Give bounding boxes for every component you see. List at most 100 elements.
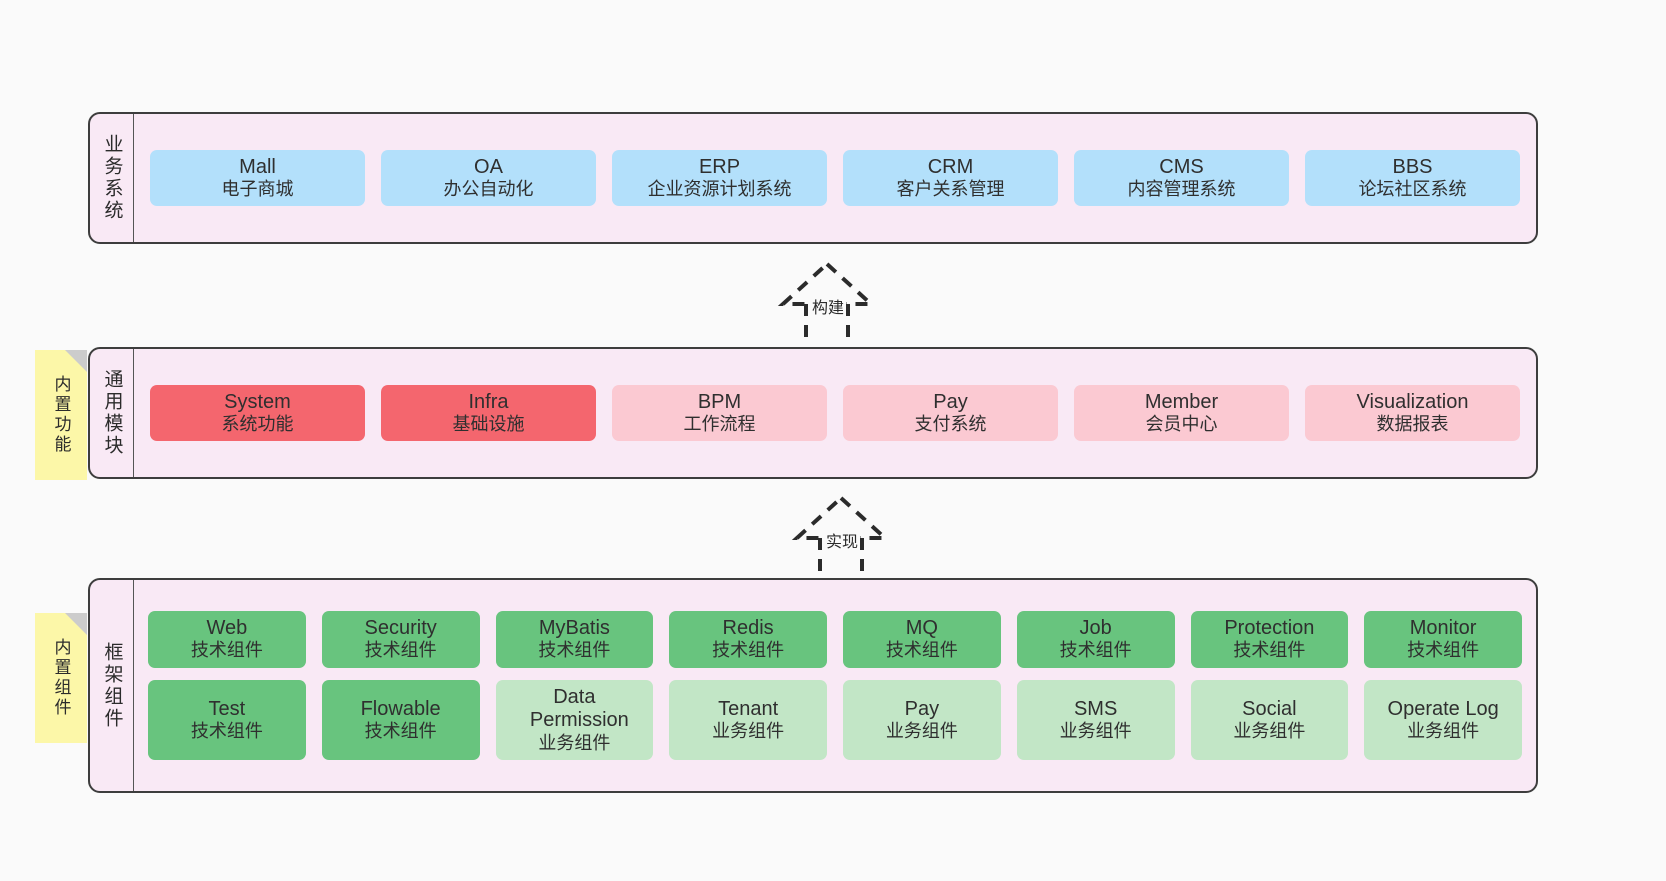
card-test[interactable]: Test 技术组件 xyxy=(148,679,306,761)
card-title-cn: 业务组件 xyxy=(1059,721,1132,742)
card-title-en: OA xyxy=(474,155,503,178)
card-title-en: Data Permission xyxy=(529,685,629,732)
card-erp[interactable]: ERP 企业资源计划系统 xyxy=(612,149,827,207)
card-title-cn: 数据报表 xyxy=(1376,414,1449,435)
card-title-en: CMS xyxy=(1159,155,1204,178)
card-title-cn: 电子商城 xyxy=(221,179,294,200)
card-title-cn: 技术组件 xyxy=(538,640,611,661)
card-title-cn: 会员中心 xyxy=(1145,414,1218,435)
card-mybatis[interactable]: MyBatis 技术组件 xyxy=(495,610,654,668)
card-title-cn: 技术组件 xyxy=(364,640,437,661)
card-title-en: Infra xyxy=(468,390,509,413)
card-pay-module[interactable]: Pay 支付系统 xyxy=(843,384,1058,442)
card-title-cn: 业务组件 xyxy=(1233,721,1306,742)
card-title-en: Member xyxy=(1144,390,1219,413)
card-title-cn: 客户关系管理 xyxy=(896,179,1005,200)
card-oa[interactable]: OA 办公自动化 xyxy=(381,149,596,207)
card-mall[interactable]: Mall 电子商城 xyxy=(150,149,365,207)
sticky-note-builtin-component: 内置组件 xyxy=(35,613,87,743)
card-visualization[interactable]: Visualization 数据报表 xyxy=(1305,384,1520,442)
card-title-cn: 办公自动化 xyxy=(443,179,534,200)
card-row: System 系统功能 Infra 基础设施 BPM 工作流程 Pay 支付系统… xyxy=(150,384,1520,442)
connector-build-label: 构建 xyxy=(810,294,847,318)
card-bpm[interactable]: BPM 工作流程 xyxy=(612,384,827,442)
card-title-en: Test xyxy=(208,697,246,720)
card-title-cn: 业务组件 xyxy=(712,721,785,742)
layer-body-common-module: System 系统功能 Infra 基础设施 BPM 工作流程 Pay 支付系统… xyxy=(134,349,1536,477)
card-pay-component[interactable]: Pay 业务组件 xyxy=(843,679,1001,761)
card-bbs[interactable]: BBS 论坛社区系统 xyxy=(1305,149,1520,207)
card-title-en: ERP xyxy=(698,155,741,178)
card-title-en: Operate Log xyxy=(1387,697,1499,720)
layer-common-module: 通用模块 System 系统功能 Infra 基础设施 BPM 工作流程 Pay xyxy=(88,347,1538,479)
sticky-note-text: 内置组件 xyxy=(51,638,71,718)
card-title-cn: 技术组件 xyxy=(885,640,958,661)
card-title-en: System xyxy=(224,390,291,413)
card-protection[interactable]: Protection 技术组件 xyxy=(1190,610,1349,668)
card-title-cn: 系统功能 xyxy=(221,414,294,435)
card-social[interactable]: Social 业务组件 xyxy=(1190,679,1349,761)
generalization-arrow-icon xyxy=(777,261,877,340)
card-title-cn: 技术组件 xyxy=(364,721,437,742)
card-title-cn: 技术组件 xyxy=(1059,640,1132,661)
card-security[interactable]: Security 技术组件 xyxy=(321,610,480,668)
card-title-en: MyBatis xyxy=(538,616,610,639)
card-flowable[interactable]: Flowable 技术组件 xyxy=(321,679,480,761)
card-title-en: Pay xyxy=(904,697,940,720)
card-member[interactable]: Member 会员中心 xyxy=(1074,384,1289,442)
card-monitor[interactable]: Monitor 技术组件 xyxy=(1364,610,1522,668)
card-job[interactable]: Job 技术组件 xyxy=(1016,610,1175,668)
card-title-cn: 论坛社区系统 xyxy=(1358,179,1467,200)
card-row-tech: Web 技术组件 Security 技术组件 MyBatis 技术组件 Redi… xyxy=(148,610,1522,668)
card-system[interactable]: System 系统功能 xyxy=(150,384,365,442)
card-title-en: Visualization xyxy=(1356,390,1469,413)
card-redis[interactable]: Redis 技术组件 xyxy=(669,610,827,668)
card-title-cn: 工作流程 xyxy=(683,414,756,435)
sticky-note-builtin-function: 内置功能 xyxy=(35,350,87,480)
card-title-cn: 技术组件 xyxy=(712,640,785,661)
card-sms[interactable]: SMS 业务组件 xyxy=(1016,679,1175,761)
card-title-en: CRM xyxy=(927,155,974,178)
layer-body-business-system: Mall 电子商城 OA 办公自动化 ERP 企业资源计划系统 CRM 客户关系… xyxy=(134,114,1536,242)
card-title-en: MQ xyxy=(905,616,938,639)
card-tenant[interactable]: Tenant 业务组件 xyxy=(669,679,827,761)
card-title-en: SMS xyxy=(1073,697,1118,720)
card-title-en: Mall xyxy=(239,155,276,178)
card-row: Mall 电子商城 OA 办公自动化 ERP 企业资源计划系统 CRM 客户关系… xyxy=(150,149,1520,207)
card-mq[interactable]: MQ 技术组件 xyxy=(843,610,1001,668)
layer-title-common-module: 通用模块 xyxy=(90,349,134,477)
card-data-permission[interactable]: Data Permission 业务组件 xyxy=(495,679,654,761)
card-title-en: Flowable xyxy=(360,697,441,720)
card-title-en: Social xyxy=(1242,697,1297,720)
card-web[interactable]: Web 技术组件 xyxy=(148,610,306,668)
card-title-cn: 业务组件 xyxy=(885,721,958,742)
card-title-cn: 企业资源计划系统 xyxy=(647,179,792,200)
connector-build: 构建 xyxy=(758,258,898,340)
card-infra[interactable]: Infra 基础设施 xyxy=(381,384,596,442)
card-title-cn: 技术组件 xyxy=(1407,640,1480,661)
card-cms[interactable]: CMS 内容管理系统 xyxy=(1074,149,1289,207)
card-title-cn: 技术组件 xyxy=(190,721,263,742)
sticky-fold-corner-icon xyxy=(65,613,87,635)
layer-title-business-system: 业务系统 xyxy=(90,114,134,242)
layer-business-system: 业务系统 Mall 电子商城 OA 办公自动化 ERP 企业资源计划系统 CRM xyxy=(88,112,1538,244)
card-title-en: Web xyxy=(206,616,248,639)
card-crm[interactable]: CRM 客户关系管理 xyxy=(843,149,1058,207)
layer-framework-component: 框架组件 Web 技术组件 Security 技术组件 MyBatis 技术组件… xyxy=(88,578,1538,793)
card-title-en: Redis xyxy=(722,616,774,639)
generalization-arrow-icon xyxy=(791,495,891,572)
layer-title-text: 业务系统 xyxy=(101,134,123,222)
layer-body-framework-component: Web 技术组件 Security 技术组件 MyBatis 技术组件 Redi… xyxy=(134,580,1536,791)
card-operate-log[interactable]: Operate Log 业务组件 xyxy=(1364,679,1522,761)
card-title-en: Monitor xyxy=(1409,616,1477,639)
card-row-business: Test 技术组件 Flowable 技术组件 Data Permission … xyxy=(148,679,1522,761)
card-title-en: Job xyxy=(1079,616,1112,639)
card-title-en: BBS xyxy=(1392,155,1433,178)
card-title-en: Security xyxy=(364,616,437,639)
card-title-cn: 技术组件 xyxy=(190,640,263,661)
card-title-cn: 业务组件 xyxy=(1407,721,1480,742)
card-title-en: Tenant xyxy=(718,697,779,720)
connector-implement: 实现 xyxy=(772,492,912,572)
card-title-cn: 业务组件 xyxy=(538,732,611,753)
